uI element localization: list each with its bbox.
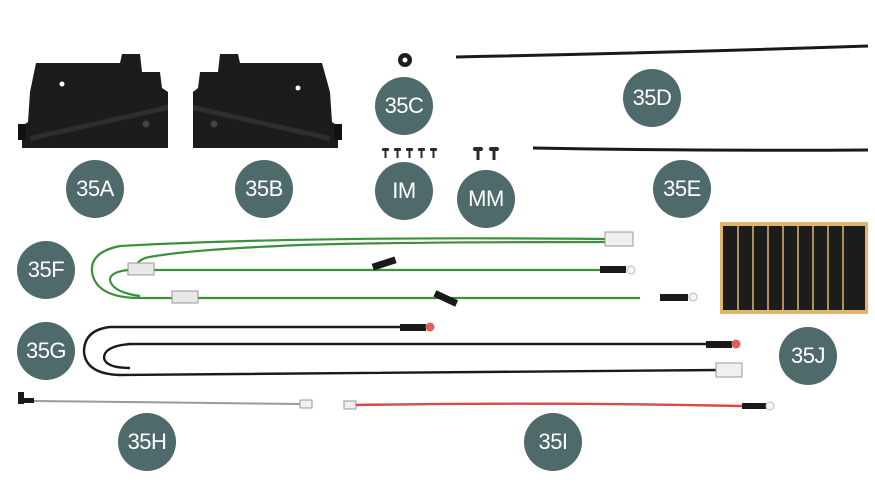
- part-35h-cable: [18, 392, 313, 409]
- label-35d: 35D: [623, 69, 681, 127]
- label-35i: 35I: [524, 413, 582, 471]
- part-35j-strip: [720, 222, 868, 314]
- label-35e: 35E: [653, 160, 711, 218]
- part-35g-harness: [82, 325, 721, 377]
- part-35c-washer: [398, 53, 412, 67]
- label-35f: 35F: [17, 241, 75, 299]
- label-35a: 35A: [66, 160, 124, 218]
- part-35a-panel: [18, 54, 168, 148]
- label-im: IM: [375, 162, 433, 220]
- part-35b-panel: [193, 54, 342, 148]
- label-mm: MM: [457, 170, 515, 228]
- part-35i-cable: [343, 400, 775, 411]
- label-35h: 35H: [118, 413, 176, 471]
- part-mm-screws: [473, 147, 499, 160]
- label-35c: 35C: [375, 77, 433, 135]
- label-35j: 35J: [779, 327, 837, 385]
- part-35g-connectors: [400, 322, 743, 378]
- part-35e-rod: [532, 146, 869, 152]
- part-35f-connectors: [127, 231, 698, 307]
- part-im-screws: [382, 148, 437, 158]
- part-35d-rod: [455, 44, 869, 59]
- label-35g: 35G: [17, 322, 75, 380]
- label-35b: 35B: [235, 160, 293, 218]
- part-35f-harness: [90, 237, 640, 300]
